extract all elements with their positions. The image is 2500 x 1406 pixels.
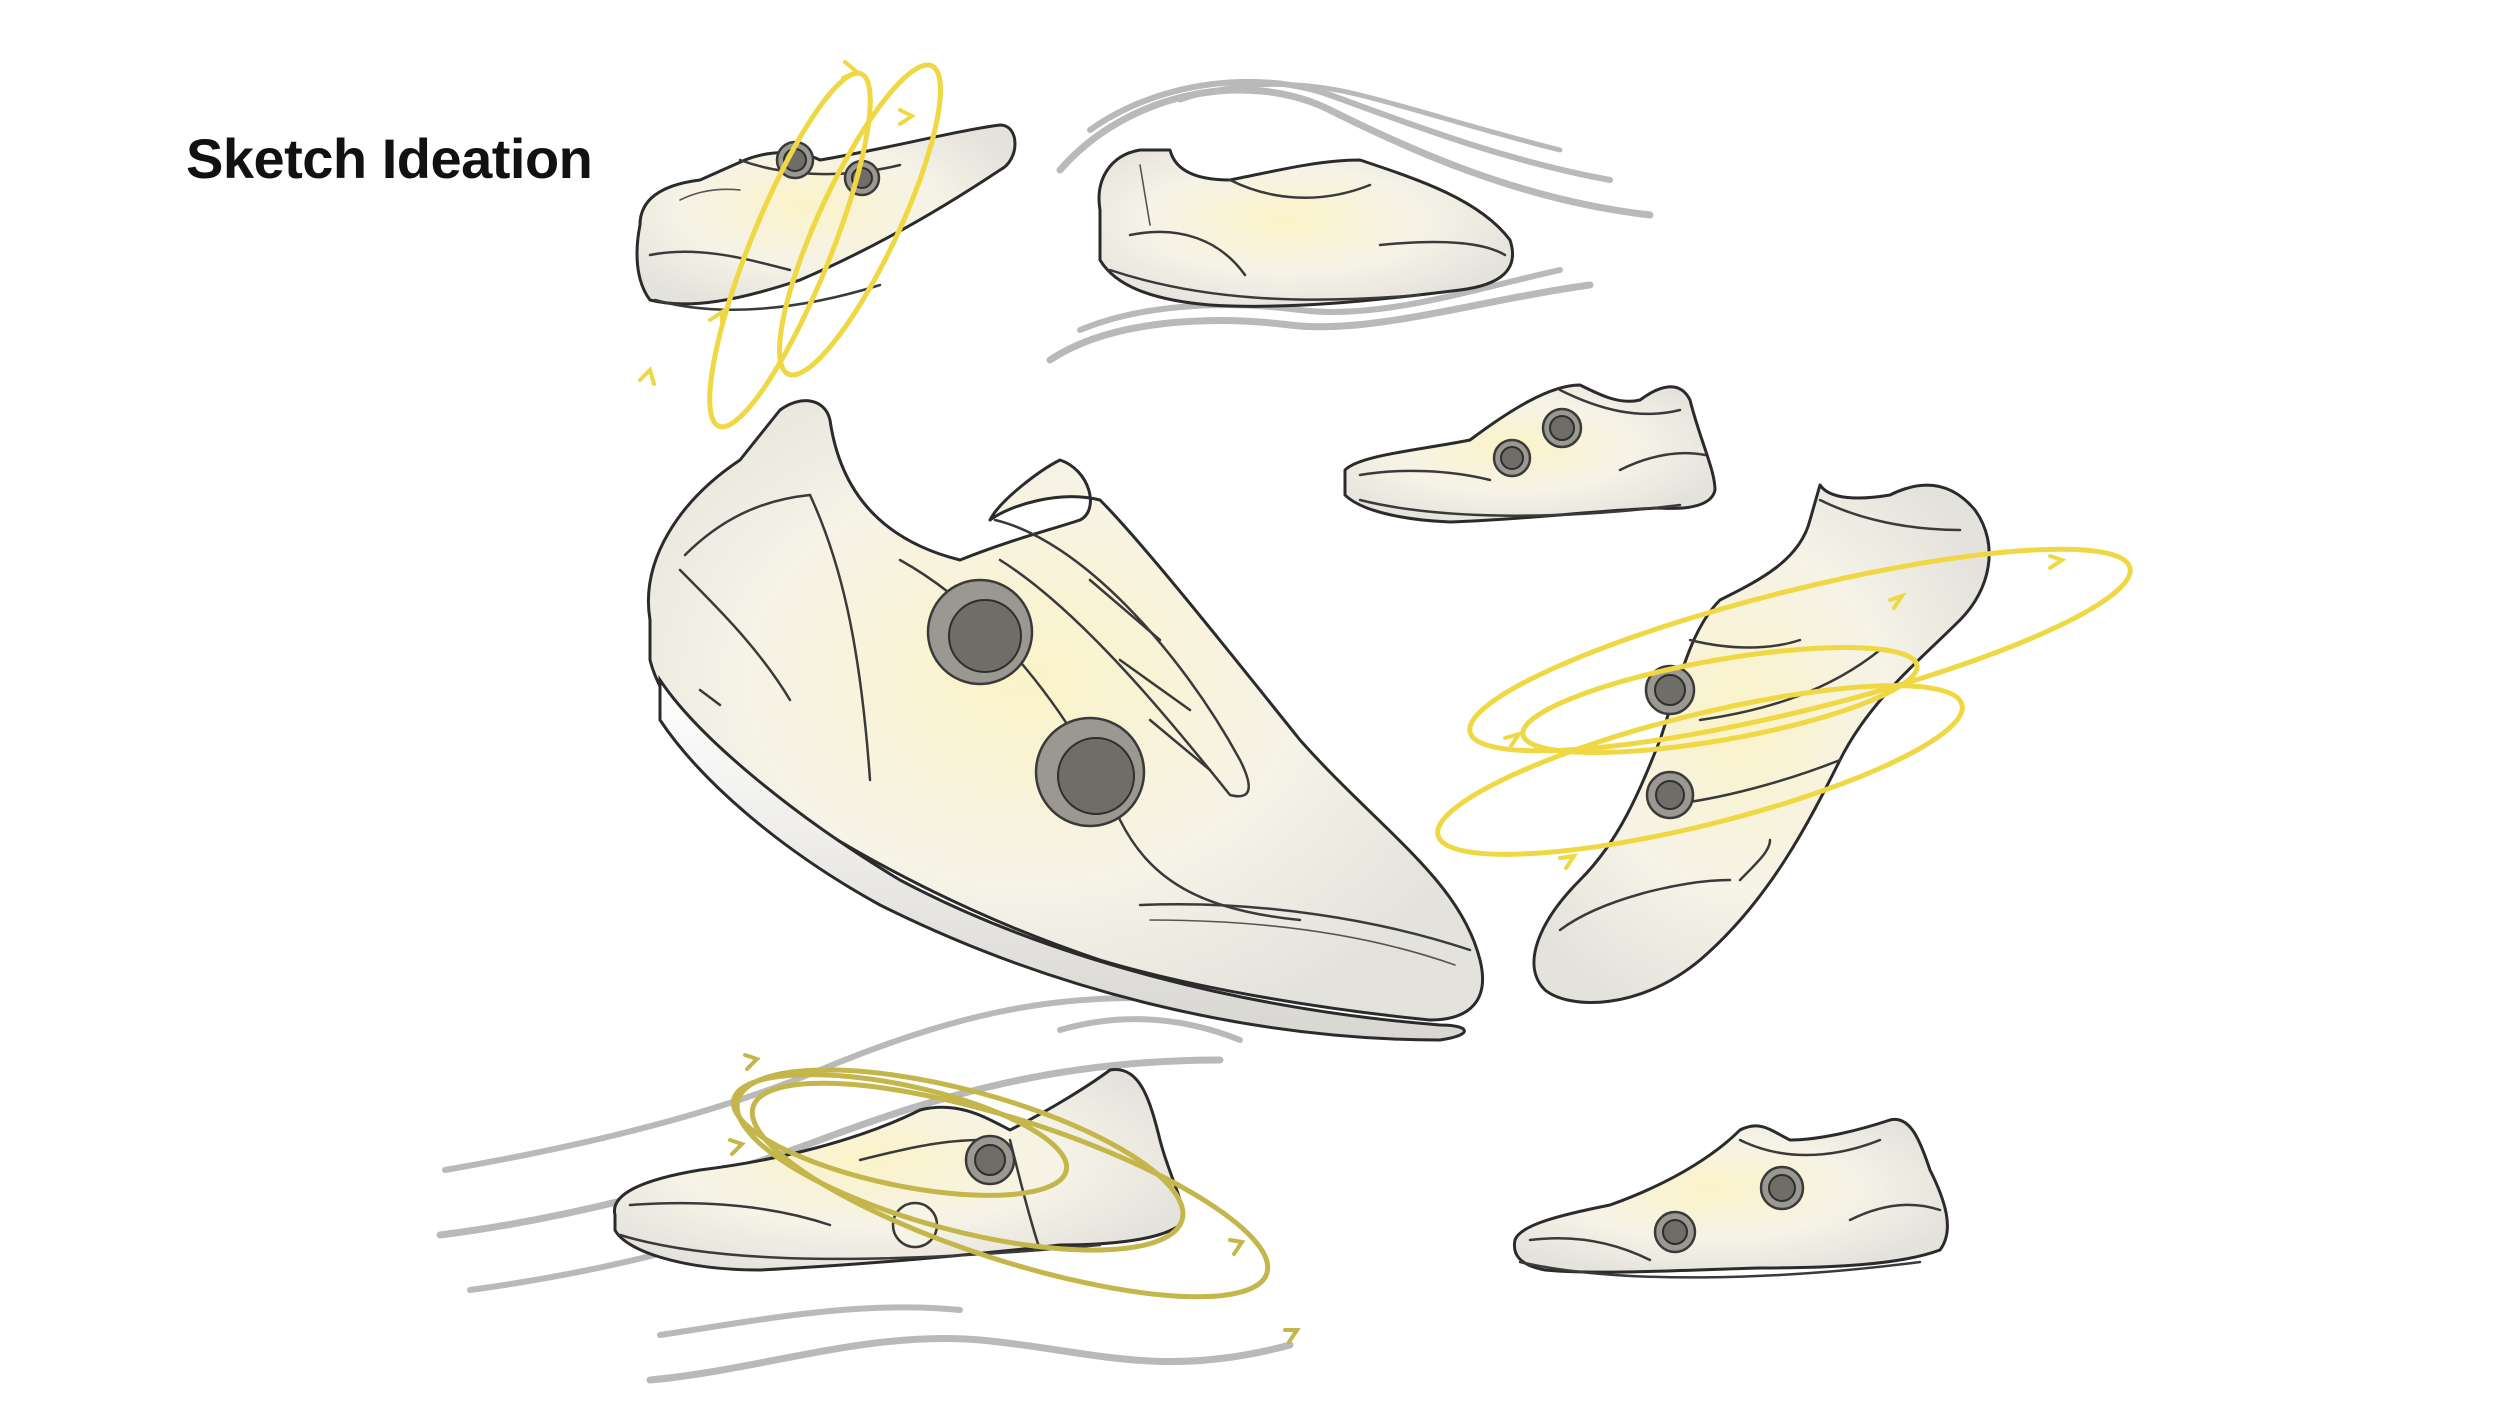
orbit-rings-right: [1435, 546, 2133, 870]
sketch-shoe-bottom-right: [1512, 1117, 1949, 1279]
page-title: Sketch Ideation: [186, 127, 593, 190]
sketch-shoe-right-small: [1343, 383, 1717, 524]
orbit-rings-bottom-left: [728, 1053, 1301, 1344]
orbit-rings-top-left: [638, 60, 943, 430]
sketch-shoe-top-center: [1097, 148, 1514, 308]
sketch-shoe-center-hero: [647, 399, 1485, 1042]
sketch-shoe-top-left: [635, 123, 1017, 312]
sketch-shoe-bottom-left: [613, 1068, 1185, 1272]
sketch-shoe-right-vertical: [1532, 483, 1991, 1004]
wind-lines-top: [1046, 78, 1654, 364]
